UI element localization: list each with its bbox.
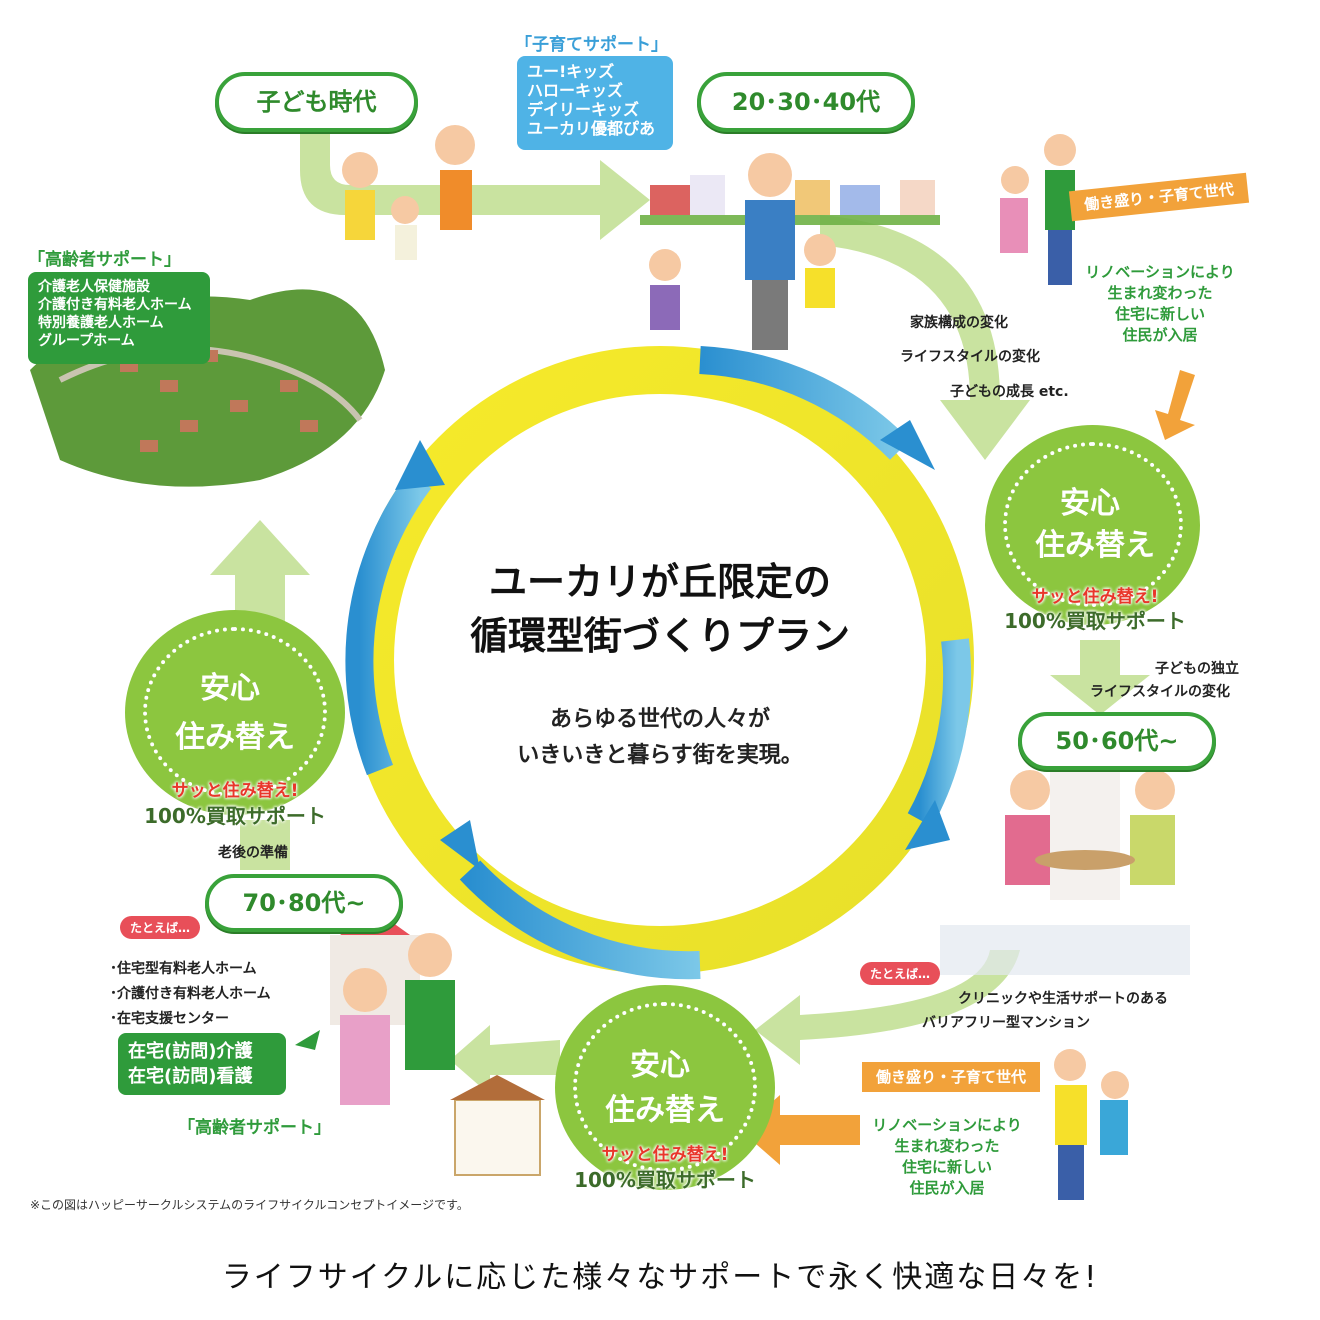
home-care-item: 在宅(訪問)看護 [128,1066,253,1087]
renovation-note-bottom: リノベーションにより 生まれ変わった 住宅に新しい 住民が入居 [862,1115,1032,1199]
child-support-item: ハローキッズ [527,81,624,100]
bubble-bottom-sub2: 100%買取サポート [574,1168,756,1192]
mansion-example-line2: バリアフリー型マンション [922,1015,1090,1031]
elder-list-item: ･介護付き有料老人ホーム [110,986,271,1002]
elder-support-item: グループホーム [38,333,135,349]
relocation-bubble-right-ring [1003,442,1183,607]
child-support-title: 「子育てサポート」 [515,35,668,55]
home-care-box: 在宅(訪問)介護 在宅(訪問)看護 [118,1033,286,1095]
working-generation-tag-bottom: 働き盛り・子育て世代 [862,1062,1041,1092]
change-note-growth: 子どもの成長 etc. [950,384,1069,400]
bubble-right-line2: 住み替え [1035,528,1155,563]
aging-preparation-note: 老後の準備 [218,845,288,861]
relocation-bubble-bottom-ring [573,1002,757,1172]
bubble-right-sub1: サッと住み替え! [1031,587,1159,607]
bubble-bottom-line1: 安心 [630,1048,690,1083]
elder-support-item: 特別養護老人ホーム [38,315,164,331]
tagline: ライフサイクルに応じた様々なサポートで永く快適な日々を! [221,1260,1099,1295]
elderly-couple-figures [330,910,545,1176]
stage-50-60-pill: 50･60代~ [1018,712,1216,770]
bubble-left-line1: 安心 [200,671,260,706]
center-title-line1: ユーカリが丘限定の [488,560,831,604]
renovation-line: リノベーションにより [1085,263,1235,281]
center-title: ユーカリが丘限定の 循環型街づくりプラン [430,555,890,663]
cafe-couple-figures [940,740,1190,975]
child-support-item: ユーカリ優都ぴあ [527,119,656,138]
change-note-family: 家族構成の変化 [910,315,1008,331]
home-care-item: 在宅(訪問)介護 [128,1041,253,1062]
elder-list-item: ･住宅型有料老人ホーム [110,961,257,977]
bubble-right-sub2: 100%買取サポート [1004,609,1186,633]
family-figures [342,125,836,350]
example-label-left: たとえば… [120,916,201,939]
change-note-lifestyle: ライフスタイルの変化 [900,349,1040,365]
renovation-line: 住宅に新しい [901,1158,992,1176]
elder-support-item: 介護老人保健施設 [38,279,150,295]
bubble-left-sub2: 100%買取サポート [144,804,326,828]
renovation-line: 生まれ変わった [894,1137,1000,1155]
bubble-bottom-sub1: サッと住み替え! [601,1145,729,1165]
renovation-line: 生まれ変わった [1107,284,1213,302]
couple-bottom-figures [1054,1049,1129,1200]
renovation-note-top: リノベーションにより 生まれ変わった 住宅に新しい 住民が入居 [1080,262,1240,346]
independence-note-child: 子どもの独立 [1155,661,1239,677]
child-support-list: ユー!キッズ ハローキッズ デイリーキッズ ユーカリ優都ぴあ [517,56,673,150]
renovation-line: 住宅に新しい [1114,305,1205,323]
mansion-example-line1: クリニックや生活サポートのある [958,991,1168,1007]
elder-list-item: ･在宅支援センター [110,1011,229,1027]
relocation-bubble-left-ring [143,627,327,797]
elder-support-bottom-title: 「高齢者サポート」 [178,1118,331,1138]
stage-20-40-pill: 20･30･40代 [697,72,915,132]
center-subtitle: あらゆる世代の人々が いきいきと暮らす街を実現。 [450,702,870,774]
couple-top-figures [1000,134,1076,285]
renovation-line: リノベーションにより [872,1116,1022,1134]
renovation-line: 住民が入居 [1122,326,1198,344]
bubble-right-line1: 安心 [1060,486,1120,521]
center-title-line2: 循環型街づくりプラン [469,614,850,658]
bubble-left-line2: 住み替え [175,720,295,755]
center-subtitle-line1: あらゆる世代の人々が [549,707,770,732]
renovation-line: 住民が入居 [909,1179,985,1197]
child-support-item: ユー!キッズ [527,62,615,81]
stage-70-80-pill: 70･80代~ [205,874,403,932]
bubble-bottom-line2: 住み替え [605,1093,725,1128]
elder-support-item: 介護付き有料老人ホーム [38,297,192,313]
footnote: ※この図はハッピーサークルシステムのライフサイクルコンセプトイメージです。 [30,1198,469,1212]
bubble-left-sub1: サッと住み替え! [171,781,299,801]
elder-support-top-title: 「高齢者サポート」 [28,250,181,270]
stage-child-pill: 子ども時代 [215,72,418,132]
example-label-right: たとえば… [860,962,941,985]
child-support-item: デイリーキッズ [527,100,640,119]
center-subtitle-line2: いきいきと暮らす街を実現。 [517,743,803,768]
elder-support-top-list: 介護老人保健施設 介護付き有料老人ホーム 特別養護老人ホーム グループホーム [28,272,210,364]
independence-note-lifestyle: ライフスタイルの変化 [1090,684,1230,700]
